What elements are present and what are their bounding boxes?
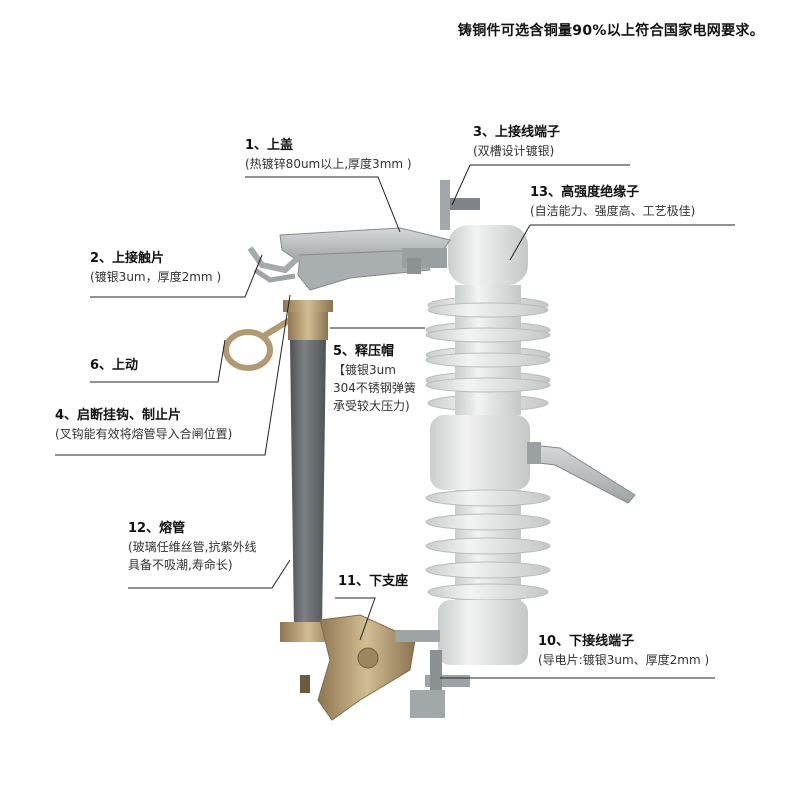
callout-detail: 304不锈钢弹簧 [333, 381, 416, 395]
callout-detail: 具备不吸潮,寿命长) [128, 558, 233, 572]
callout-top-cover: 1、上盖 (热镀锌80um以上,厚度3mm ) [245, 137, 412, 173]
callout-detail: (双槽设计镀银) [473, 144, 555, 158]
callout-title: 5、释压帽 [333, 344, 395, 359]
leader-line-13 [509, 224, 531, 261]
upper-hardware [247, 180, 480, 291]
callout-title: 10、下接线端子 [538, 634, 635, 649]
callout-upper-terminal: 3、上接线端子 (双槽设计镀银) [473, 124, 560, 160]
header-note: 铸铜件可选含铜量90%以上符合国家电网要求。 [457, 23, 764, 39]
leader-line-1 [245, 176, 401, 233]
leader-line-2 [90, 254, 263, 298]
callout-detail: (导电片:镀银3um、厚度2mm ) [538, 653, 710, 667]
leader-line-12 [128, 559, 291, 589]
leader-line-3 [451, 164, 471, 206]
callout-detail: (镀银3um，厚度2mm ) [90, 270, 222, 284]
callout-detail: 承受较大压力) [333, 399, 410, 413]
leader-line-6 [90, 339, 226, 383]
callout-lower-terminal: 10、下接线端子 (导电片:镀银3um、厚度2mm ) [538, 633, 709, 669]
callout-title: 13、高强度绝缘子 [530, 185, 640, 200]
callout-title: 6、上动 [90, 358, 139, 373]
callout-upper-contact: 2、上接触片 (镀银3um，厚度2mm ) [90, 250, 221, 286]
callout-detail: (玻璃任维丝管,抗紫外线 [128, 540, 257, 554]
lower-support [300, 614, 470, 721]
fuse-tube [280, 300, 336, 642]
callout-title: 11、下支座 [338, 574, 409, 589]
callout-title: 4、启断挂钩、制止片 [55, 408, 182, 423]
callout-upper-moving: 6、上动 [90, 357, 138, 375]
mounting-bracket [527, 442, 636, 504]
leader-line-4 [55, 294, 291, 456]
callout-title: 3、上接线端子 [473, 125, 561, 140]
insulator [425, 225, 551, 665]
callout-lower-support: 11、下支座 [338, 573, 408, 591]
callout-hook: 4、启断挂钩、制止片 (叉钩能有效将熔管导入合闸位置) [55, 407, 232, 443]
callout-title: 12、熔管 [128, 521, 186, 536]
callout-detail: (自洁能力、强度高、工艺极佳) [530, 204, 696, 218]
callout-title: 2、上接触片 [90, 251, 165, 266]
callout-detail: (叉钩能有效将熔管导入合闸位置) [55, 427, 233, 441]
callout-title: 1、上盖 [245, 138, 294, 153]
callout-pressure-cap: 5、释压帽 【镀银3um 304不锈钢弹簧 承受较大压力) [333, 343, 416, 415]
callout-fuse-tube: 12、熔管 (玻璃任维丝管,抗紫外线 具备不吸潮,寿命长) [128, 520, 257, 574]
callout-insulator: 13、高强度绝缘子 (自洁能力、强度高、工艺极佳) [530, 184, 695, 220]
leader-line-11 [335, 597, 376, 641]
callout-detail: (热镀锌80um以上,厚度3mm ) [245, 157, 412, 171]
callout-detail: 【镀银3um [333, 363, 396, 377]
